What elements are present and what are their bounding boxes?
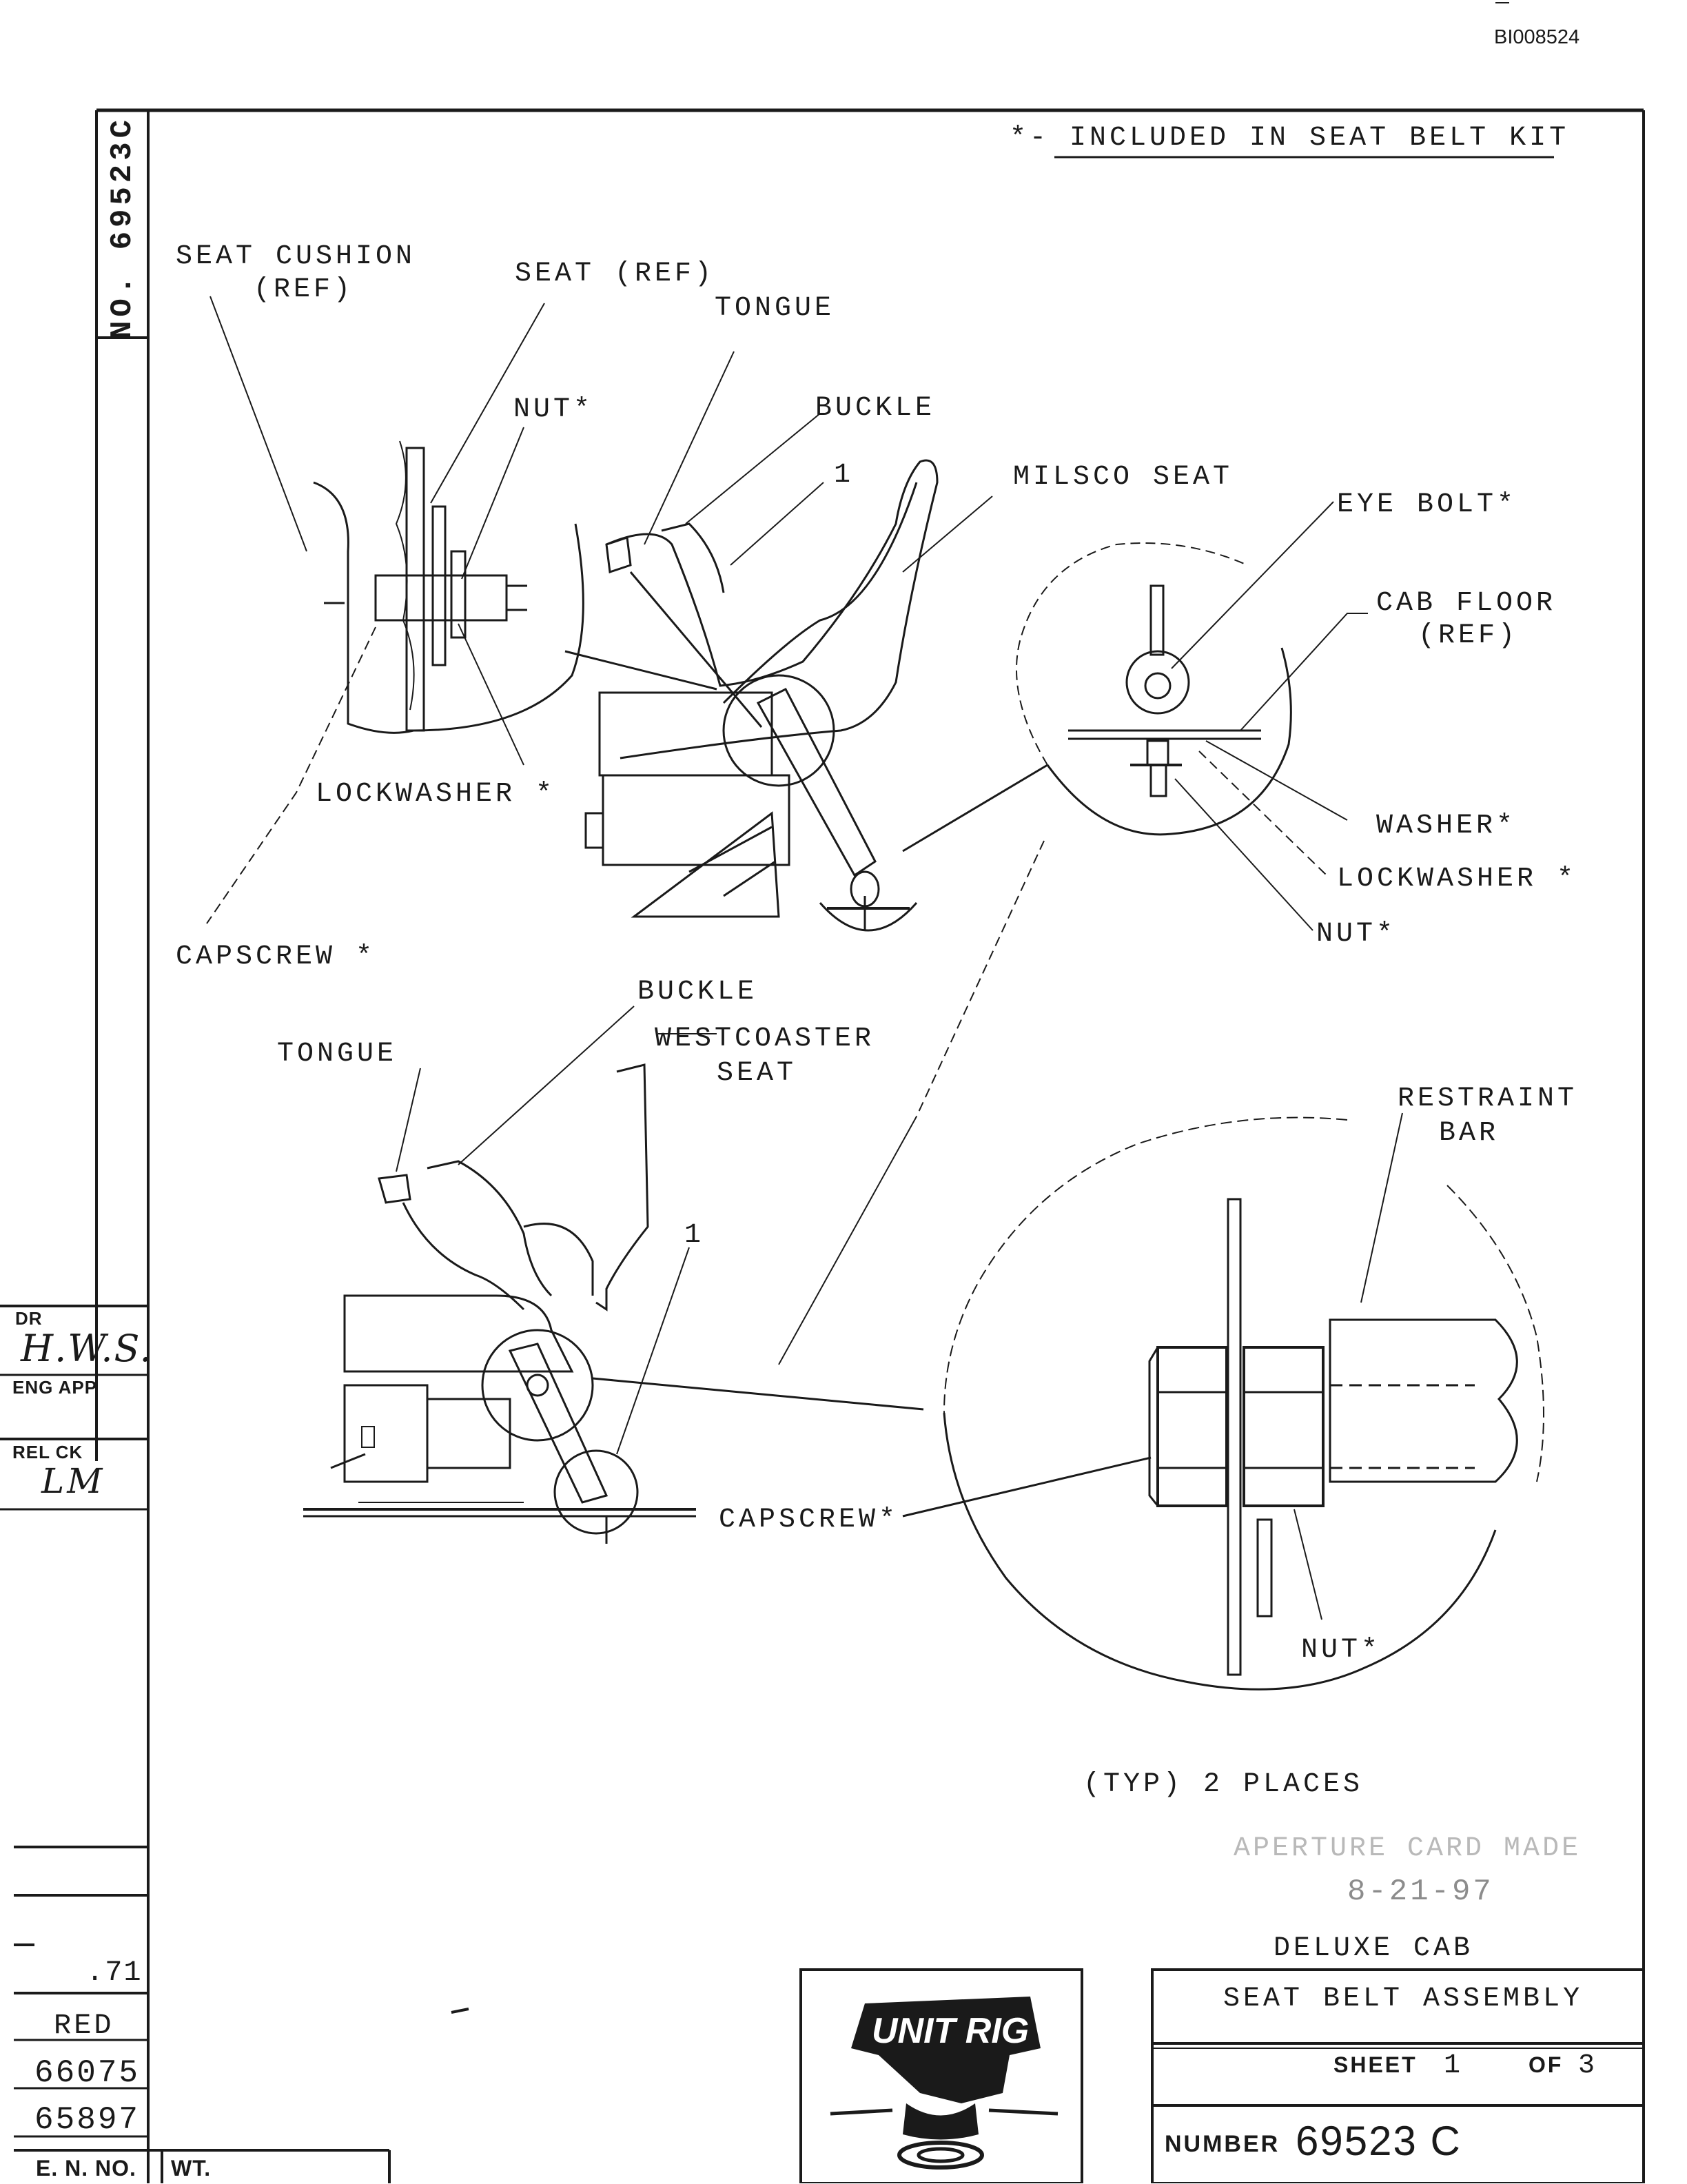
sheet-of-label: OF <box>1528 2052 1564 2077</box>
label-nut-bottom: NUT* <box>1301 1635 1382 1666</box>
title-subtitle: DELUXE CAB <box>1274 1933 1474 1964</box>
label-tongue-bottom: TONGUE <box>277 1039 398 1070</box>
label-cab-floor: CAB FLOOR <box>1376 588 1557 619</box>
eng-app-label: ENG APP <box>12 1377 98 1398</box>
label-capscrew-bottom: CAPSCREW* <box>719 1504 899 1535</box>
label-eye-bolt: EYE BOLT* <box>1337 489 1517 520</box>
unit-rig-logo: UNIT RIG <box>803 1972 1080 2181</box>
dr-signature: H.W.S. <box>21 1327 153 1370</box>
drawing-number-vertical: NO. 69523C <box>105 115 140 340</box>
label-capscrew-left: CAPSCREW * <box>176 941 376 972</box>
aperture-stamp-line1: APERTURE CARD MADE <box>1234 1833 1582 1864</box>
value-66075: 66075 <box>34 2055 141 2091</box>
label-seat-ref: SEAT (REF) <box>515 258 715 289</box>
label-nut-right: NUT* <box>1316 919 1397 950</box>
label-callout-1-bottom: 1 <box>684 1220 705 1251</box>
document-id: BI008524 <box>1494 26 1580 48</box>
label-buckle-top: BUCKLE <box>815 393 936 424</box>
sheet-label: SHEET <box>1333 2052 1418 2077</box>
number-label: NUMBER <box>1165 2131 1280 2157</box>
value-65897: 65897 <box>34 2102 141 2138</box>
label-cab-floor-ref: (REF) <box>1418 620 1519 651</box>
value-red: RED <box>54 2009 114 2042</box>
label-restraint-bar: RESTRAINT <box>1398 1083 1578 1114</box>
label-milsco-seat: MILSCO SEAT <box>1013 462 1234 493</box>
label-nut-top: NUT* <box>513 394 594 425</box>
value-71: .71 <box>86 1956 143 1989</box>
label-seat-cushion-ref: (REF) <box>254 274 354 305</box>
label-westcoaster-seat: WESTCOASTER <box>655 1023 875 1054</box>
sheet-number: 1 <box>1444 2050 1464 2081</box>
en-no-label: E. N. NO. <box>36 2156 136 2181</box>
label-washer: WASHER* <box>1376 810 1517 841</box>
label-lockwasher-right: LOCKWASHER * <box>1337 864 1577 895</box>
label-buckle-bottom: BUCKLE <box>637 977 758 1008</box>
label-seat-cushion: SEAT CUSHION <box>176 241 416 272</box>
aperture-stamp-line2: 8-21-97 <box>1347 1875 1494 1909</box>
label-tongue-top: TONGUE <box>715 293 835 324</box>
label-callout-1-top: 1 <box>834 460 855 491</box>
label-westcoaster-seat-2: SEAT <box>717 1058 797 1089</box>
label-typ-places: (TYP) 2 PLACES <box>1083 1769 1364 1800</box>
kit-note: *- INCLUDED IN SEAT BELT KIT <box>1010 123 1570 154</box>
label-restraint-bar-2: BAR <box>1439 1118 1500 1149</box>
title-main: SEAT BELT ASSEMBLY <box>1223 1983 1584 2014</box>
number-value: 69523 C <box>1296 2118 1462 2164</box>
logo-text: UNIT RIG <box>872 2011 1030 2051</box>
unit-rig-logo-graphic <box>830 1997 1059 2170</box>
rel-ck-signature: LM <box>41 1461 105 1501</box>
rel-ck-label: REL CK <box>12 1442 83 1462</box>
label-lockwasher-left: LOCKWASHER * <box>316 779 556 810</box>
dr-label: DR <box>15 1308 43 1329</box>
sheet-total: 3 <box>1578 2050 1598 2081</box>
wt-label: WT. <box>171 2156 212 2181</box>
